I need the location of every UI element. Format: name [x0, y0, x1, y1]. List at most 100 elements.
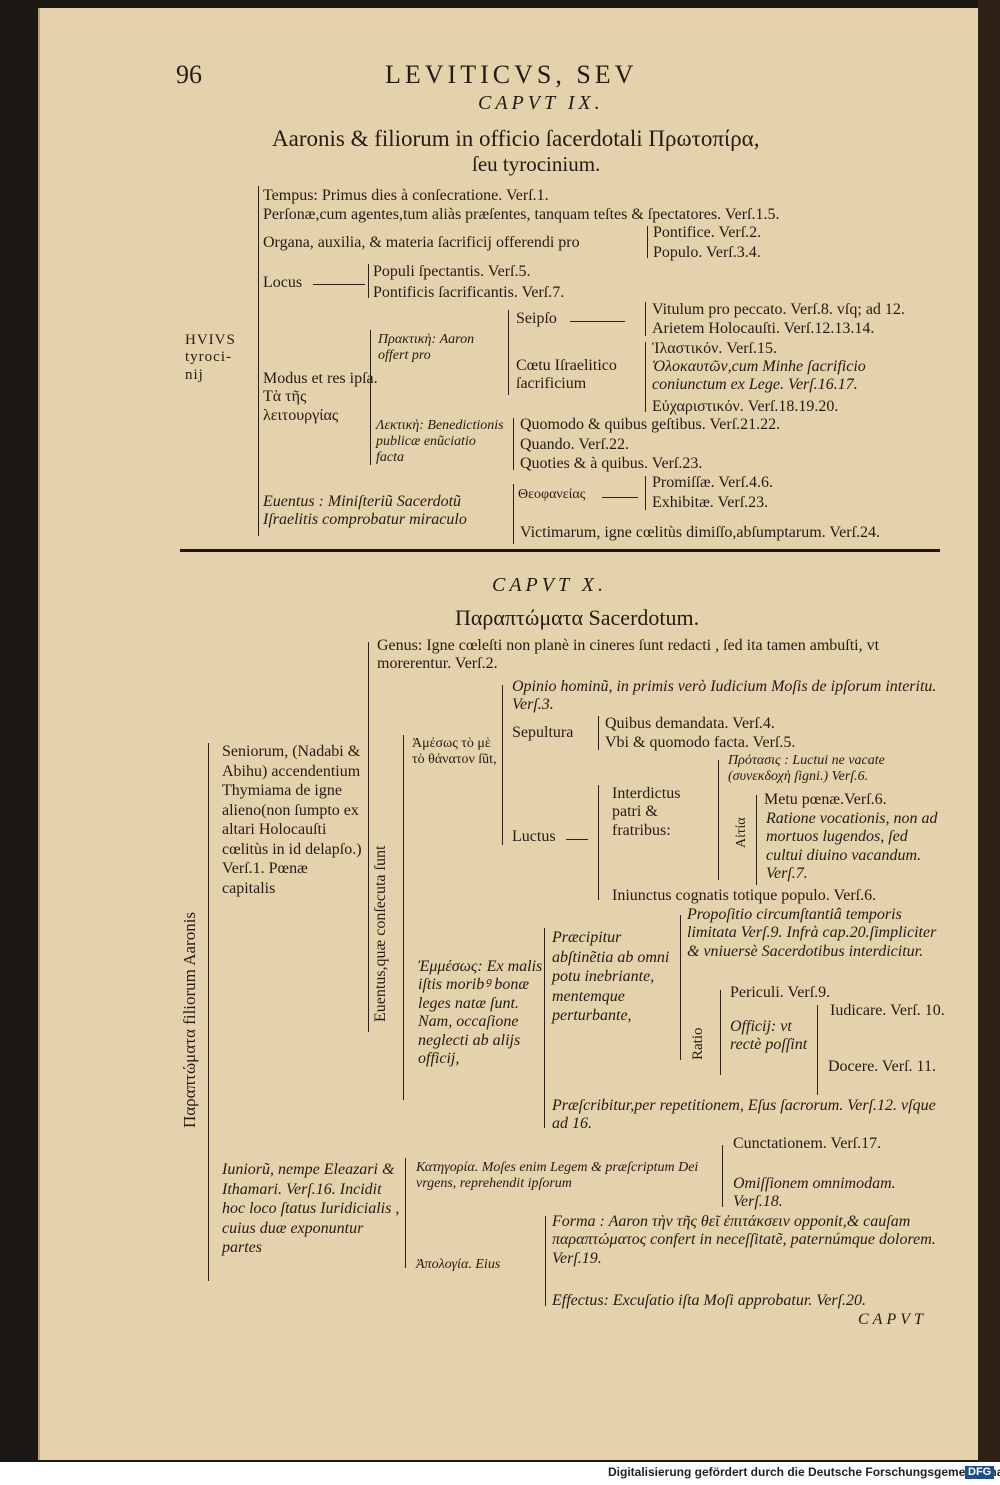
euentus-label-10: Euentus,quæ conſecuta ſunt: [372, 845, 389, 1022]
interdictus: Interdictus patri & fratribus:: [612, 785, 681, 839]
chapter-10-title: Παραπτώματα Sacerdotum.: [455, 605, 700, 630]
bracket-theophaneias: [645, 476, 646, 510]
bracket-kategoria: [722, 1145, 723, 1207]
metu: Metu pœnæ.Verſ.6.: [764, 791, 887, 808]
bracket-interdictus: [718, 760, 719, 880]
promissae: Promiſſæ. Verſ.4.6.: [652, 474, 774, 491]
sepultura-vbi: Vbi & quomodo facta. Verſ.5.: [605, 734, 796, 751]
omissionem: Omiſſionem omnimodam. Verſ.18.: [733, 1175, 896, 1211]
quando: Quando. Verſ.22.: [520, 436, 630, 453]
aitia-label: Αἰτία: [734, 817, 749, 848]
iudicare: Iudicare. Verſ. 10.: [830, 1002, 945, 1019]
section-rule: [180, 549, 940, 552]
bracket-seipso: [645, 302, 646, 336]
book-page: [38, 8, 980, 1460]
book-spine: [978, 0, 1000, 1485]
lektike: Λεκτικὴ: Benedictionis publicæ enũciatio…: [376, 418, 504, 466]
bracket-root-9: [258, 186, 259, 536]
quomodo: Quomodo & quibus geſtibus. Verſ.21.22.: [520, 416, 781, 433]
catchword: CAPVT: [858, 1311, 927, 1328]
coetu: Cœtu Iſraelitico ſacrificium: [516, 357, 617, 393]
luctus-connector: [566, 839, 588, 840]
tempus: Tempus: Primus dies à conſecratione. Ver…: [263, 187, 549, 204]
theophaneias-connector: [602, 497, 638, 498]
luctus: Luctus: [512, 828, 556, 845]
sepultura-quibus: Quibus demandata. Verſ.4.: [605, 715, 775, 732]
bracket-locus: [368, 264, 369, 298]
coetu-holokauton: Ὁλοκαυτῶν,cum Minhe ſacrificio coniunctu…: [652, 358, 866, 394]
root-label-10: Παραπτώματα filiorum Aaronis: [180, 911, 199, 1128]
bracket-luctus: [598, 785, 599, 900]
dfg-logo-icon: DFG: [965, 1466, 995, 1479]
bracket-emmeses: [544, 928, 545, 1128]
modus: Modus et res ipſa. Τὰ τῆς λειτουργίας: [263, 370, 378, 424]
emmeses: Ἐμμέσως: Ex malis iſtis moribꝰ bonæ lege…: [418, 958, 543, 1067]
ratione: Ratione vocationis, non ad mortuos lugen…: [766, 810, 938, 883]
exhibitae: Exhibitæ. Verſ.23.: [652, 494, 769, 511]
locus-pontificis: Pontificis ſacrificantis. Verſ.7.: [373, 284, 565, 301]
running-head: LEVITICVS, SEV: [385, 60, 638, 89]
periculi: Periculi. Verſ.9.: [730, 984, 831, 1001]
bracket-organa: [647, 226, 648, 258]
organa-populo: Populo. Verſ.3.4.: [653, 244, 761, 261]
chapter-10-heading: CAPVT X.: [492, 574, 607, 596]
victimarum: Victimarum, igne cœlitùs dimiſſo,abſumpt…: [520, 524, 881, 541]
bracket-modus: [370, 330, 371, 465]
coetu-hilastikon: Ἱλαστικόν. Verſ.15.: [652, 340, 777, 357]
praescribitur: Præſcribitur,per repetitionem, Eſus ſacr…: [552, 1097, 936, 1133]
seipso-connector: [570, 321, 625, 322]
forma: Forma : Aaron τὴν τῆς θεῖ ἐπιτάκσειν opp…: [552, 1213, 936, 1267]
bracket-ratio: [720, 990, 721, 1075]
seniorum: Seniorum, (Nadabi & Abihu) accendentium …: [222, 743, 362, 897]
locus-connector: [313, 284, 365, 285]
cunctationem: Cunctationem. Verſ.17.: [733, 1135, 882, 1152]
theophaneias: Θεοφανείας: [518, 487, 586, 502]
personae: Perſonæ,cum agentes,tum aliàs præſentes,…: [263, 206, 780, 223]
bracket-lektike: [513, 418, 514, 470]
practice: Πρακτικὴ: Aaron offert pro: [378, 332, 475, 364]
bracket-ameses: [502, 685, 503, 845]
sepultura: Sepultura: [512, 724, 574, 741]
locus: Locus: [263, 274, 303, 291]
effectus: Effectus: Excuſatio iſta Moſi approbatur…: [552, 1292, 867, 1309]
euentus: Euentus : Miniſteriũ Sacerdotũ Iſraeliti…: [263, 493, 467, 529]
quoties: Quoties & à quibus. Verſ.23.: [520, 455, 703, 472]
bracket-sepultura: [598, 716, 599, 750]
seipso: Seipſo: [516, 310, 557, 327]
propositio: Propoſitio circumſtantiâ temporis limita…: [687, 906, 937, 960]
bracket-aitia: [756, 795, 757, 885]
bracket-seniorum: [368, 642, 369, 1032]
protasis: Πρότασις : Luctui ne vacate (συνεκδοχὴ ſ…: [728, 753, 885, 785]
apologia: Ἀπολογία. Eius: [416, 1257, 501, 1272]
bracket-root-10: [208, 743, 209, 1281]
seipso-vitulum: Vitulum pro peccato. Verſ.8. vſq; ad 12.: [652, 301, 905, 318]
bracket-euentus-10: [403, 735, 404, 1100]
bracket-euentus: [513, 484, 514, 544]
seipso-arietem: Arietem Holocauſti. Verſ.12.13.14.: [652, 320, 875, 337]
bracket-practice: [508, 310, 509, 395]
iniunctus: Iniunctus cognatis totique populo. Verſ.…: [612, 887, 877, 904]
docere: Docere. Verſ. 11.: [828, 1058, 936, 1075]
chapter-9-heading: CAPVT IX.: [478, 92, 604, 114]
praecipitur: Præcipitur abſtinẽtia ab omni potu inebr…: [552, 929, 670, 1025]
locus-populi: Populi ſpectantis. Verſ.5.: [373, 263, 531, 280]
funding-text: Digitalisierung gefördert durch die Deut…: [608, 1465, 1000, 1479]
opinio: Opinio hominũ, in primis verò Iudicium M…: [512, 678, 937, 714]
bracket-iuniorum: [405, 1158, 406, 1268]
organa: Organa, auxilia, & materia ſacrificij of…: [263, 234, 580, 251]
bracket-praecipitur: [680, 915, 681, 1060]
ameses: Ἀμέσως τὸ μὲ τὸ θάνατον ſũt,: [412, 736, 497, 768]
genus: Genus: Igne cœleſti non planè in cineres…: [377, 637, 880, 673]
officij: Officij: vt rectè poſſint: [730, 1018, 808, 1054]
organa-pontifice: Pontifice. Verſ.2.: [653, 224, 762, 241]
bracket-apologia: [545, 1216, 546, 1306]
iuniorum: Iuniorũ, nempe Eleazari & Ithamari. Verſ…: [222, 1161, 400, 1257]
bracket-officij: [817, 1005, 818, 1095]
kategoria: Κατηγορία. Moſes enim Legem & præſcriptu…: [416, 1160, 699, 1192]
funding-footer: Digitalisierung gefördert durch die Deut…: [0, 1462, 1000, 1485]
coetu-eucharistikon: Εὐχαριστικόν. Verſ.18.19.20.: [652, 398, 839, 415]
page-number: 96: [176, 60, 202, 89]
chapter-9-subtitle: ſeu tyrocinium.: [472, 152, 601, 176]
ratio-label: Ratio: [690, 1027, 706, 1061]
bracket-coetu: [645, 342, 646, 412]
